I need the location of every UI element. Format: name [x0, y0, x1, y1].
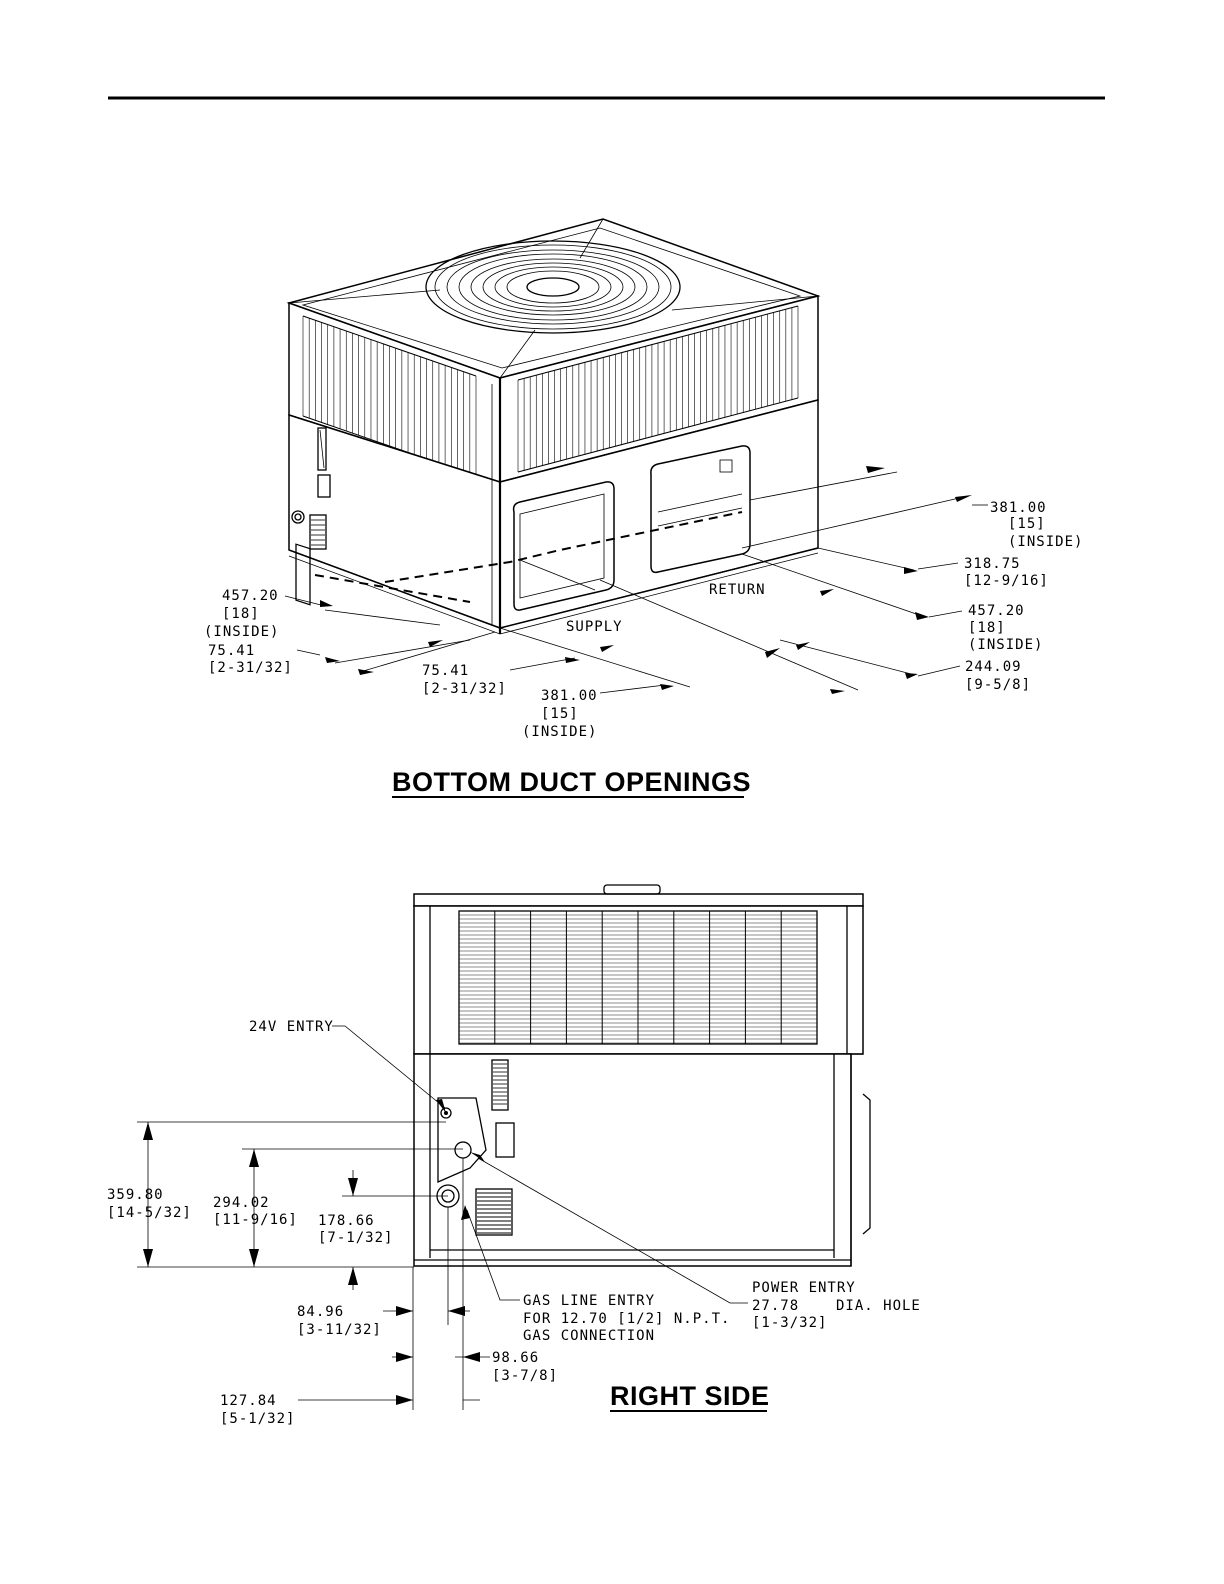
dim-d1-note: (INSIDE)	[1008, 534, 1083, 550]
power-label-fraction: [1-3/32]	[752, 1315, 827, 1331]
power-label-value: 27.78	[752, 1298, 799, 1314]
dim-d8-fraction: [15]	[541, 706, 579, 722]
supply-opening	[512, 481, 615, 611]
dim-d1-fraction: [15]	[1008, 516, 1046, 532]
return-label: RETURN	[709, 582, 766, 598]
side-arrowheads	[143, 1122, 480, 1405]
dim-d7-value: 75.41	[422, 663, 469, 679]
lower-louver	[475, 1188, 513, 1236]
dim-w1-fraction: [3-11/32]	[297, 1322, 382, 1338]
dim-d5-value: 457.20	[222, 588, 279, 604]
bottom-duct-openings-view: RETURN SUPPLY 381.00 [15] (INSIDE) 318.7…	[204, 218, 1083, 798]
dim-d6-fraction: [2-31/32]	[208, 660, 293, 676]
entry-24v-hole	[440, 1107, 452, 1119]
gas-label-line2: FOR 12.70 [1/2] N.P.T.	[523, 1311, 730, 1327]
dim-d2-fraction: [12-9/16]	[964, 573, 1049, 589]
bottom-arrowheads	[320, 466, 972, 694]
supply-label: SUPPLY	[566, 619, 623, 635]
return-opening	[650, 445, 751, 574]
dim-d3-note: (INSIDE)	[968, 637, 1043, 653]
right-side-view: 24V ENTRY GAS LINE ENTRY FOR 12.70 [1/2]…	[107, 884, 921, 1427]
condenser-fan-grille	[425, 240, 681, 334]
dim-w3-fraction: [5-1/32]	[220, 1411, 295, 1427]
dim-d1-value: 381.00	[990, 500, 1047, 516]
dim-d4-value: 244.09	[965, 659, 1022, 675]
lower-cabinet	[413, 1053, 852, 1267]
dim-w3-value: 127.84	[220, 1393, 277, 1409]
dim-d8-value: 381.00	[541, 688, 598, 704]
power-label-line1: POWER ENTRY	[752, 1280, 856, 1296]
dim-h2-value: 294.02	[213, 1195, 270, 1211]
gas-label-line1: GAS LINE ENTRY	[523, 1293, 655, 1309]
entry-24v-label: 24V ENTRY	[249, 1019, 334, 1035]
bottom-view-title: BOTTOM DUCT OPENINGS	[392, 767, 751, 797]
dim-h1-fraction: [14-5/32]	[107, 1205, 192, 1221]
dim-d8-note: (INSIDE)	[522, 724, 597, 740]
dim-h2-fraction: [11-9/16]	[213, 1212, 298, 1228]
dim-w1-value: 84.96	[297, 1304, 344, 1320]
entry-plate	[437, 1097, 487, 1183]
dim-d4-fraction: [9-5/8]	[965, 677, 1031, 693]
dim-d3-fraction: [18]	[968, 620, 1006, 636]
side-view-title: RIGHT SIDE	[610, 1381, 770, 1411]
unit-roof	[413, 893, 864, 907]
dim-h3-fraction: [7-1/32]	[318, 1230, 393, 1246]
dim-h3-value: 178.66	[318, 1213, 375, 1229]
dim-w2-value: 98.66	[492, 1350, 539, 1366]
gas-label-line3: GAS CONNECTION	[523, 1328, 655, 1344]
dim-d5-fraction: [18]	[222, 606, 260, 622]
dim-d5-note: (INSIDE)	[204, 624, 279, 640]
dim-d3-value: 457.20	[968, 603, 1025, 619]
side-dimension-lines	[137, 1121, 490, 1410]
dim-d2-value: 318.75	[964, 556, 1021, 572]
dim-d7-fraction: [2-31/32]	[422, 681, 507, 697]
dim-w2-fraction: [3-7/8]	[492, 1368, 558, 1384]
dim-d6-value: 75.41	[208, 643, 255, 659]
dim-h1-value: 359.80	[107, 1187, 164, 1203]
power-label-dia: DIA. HOLE	[836, 1298, 921, 1314]
